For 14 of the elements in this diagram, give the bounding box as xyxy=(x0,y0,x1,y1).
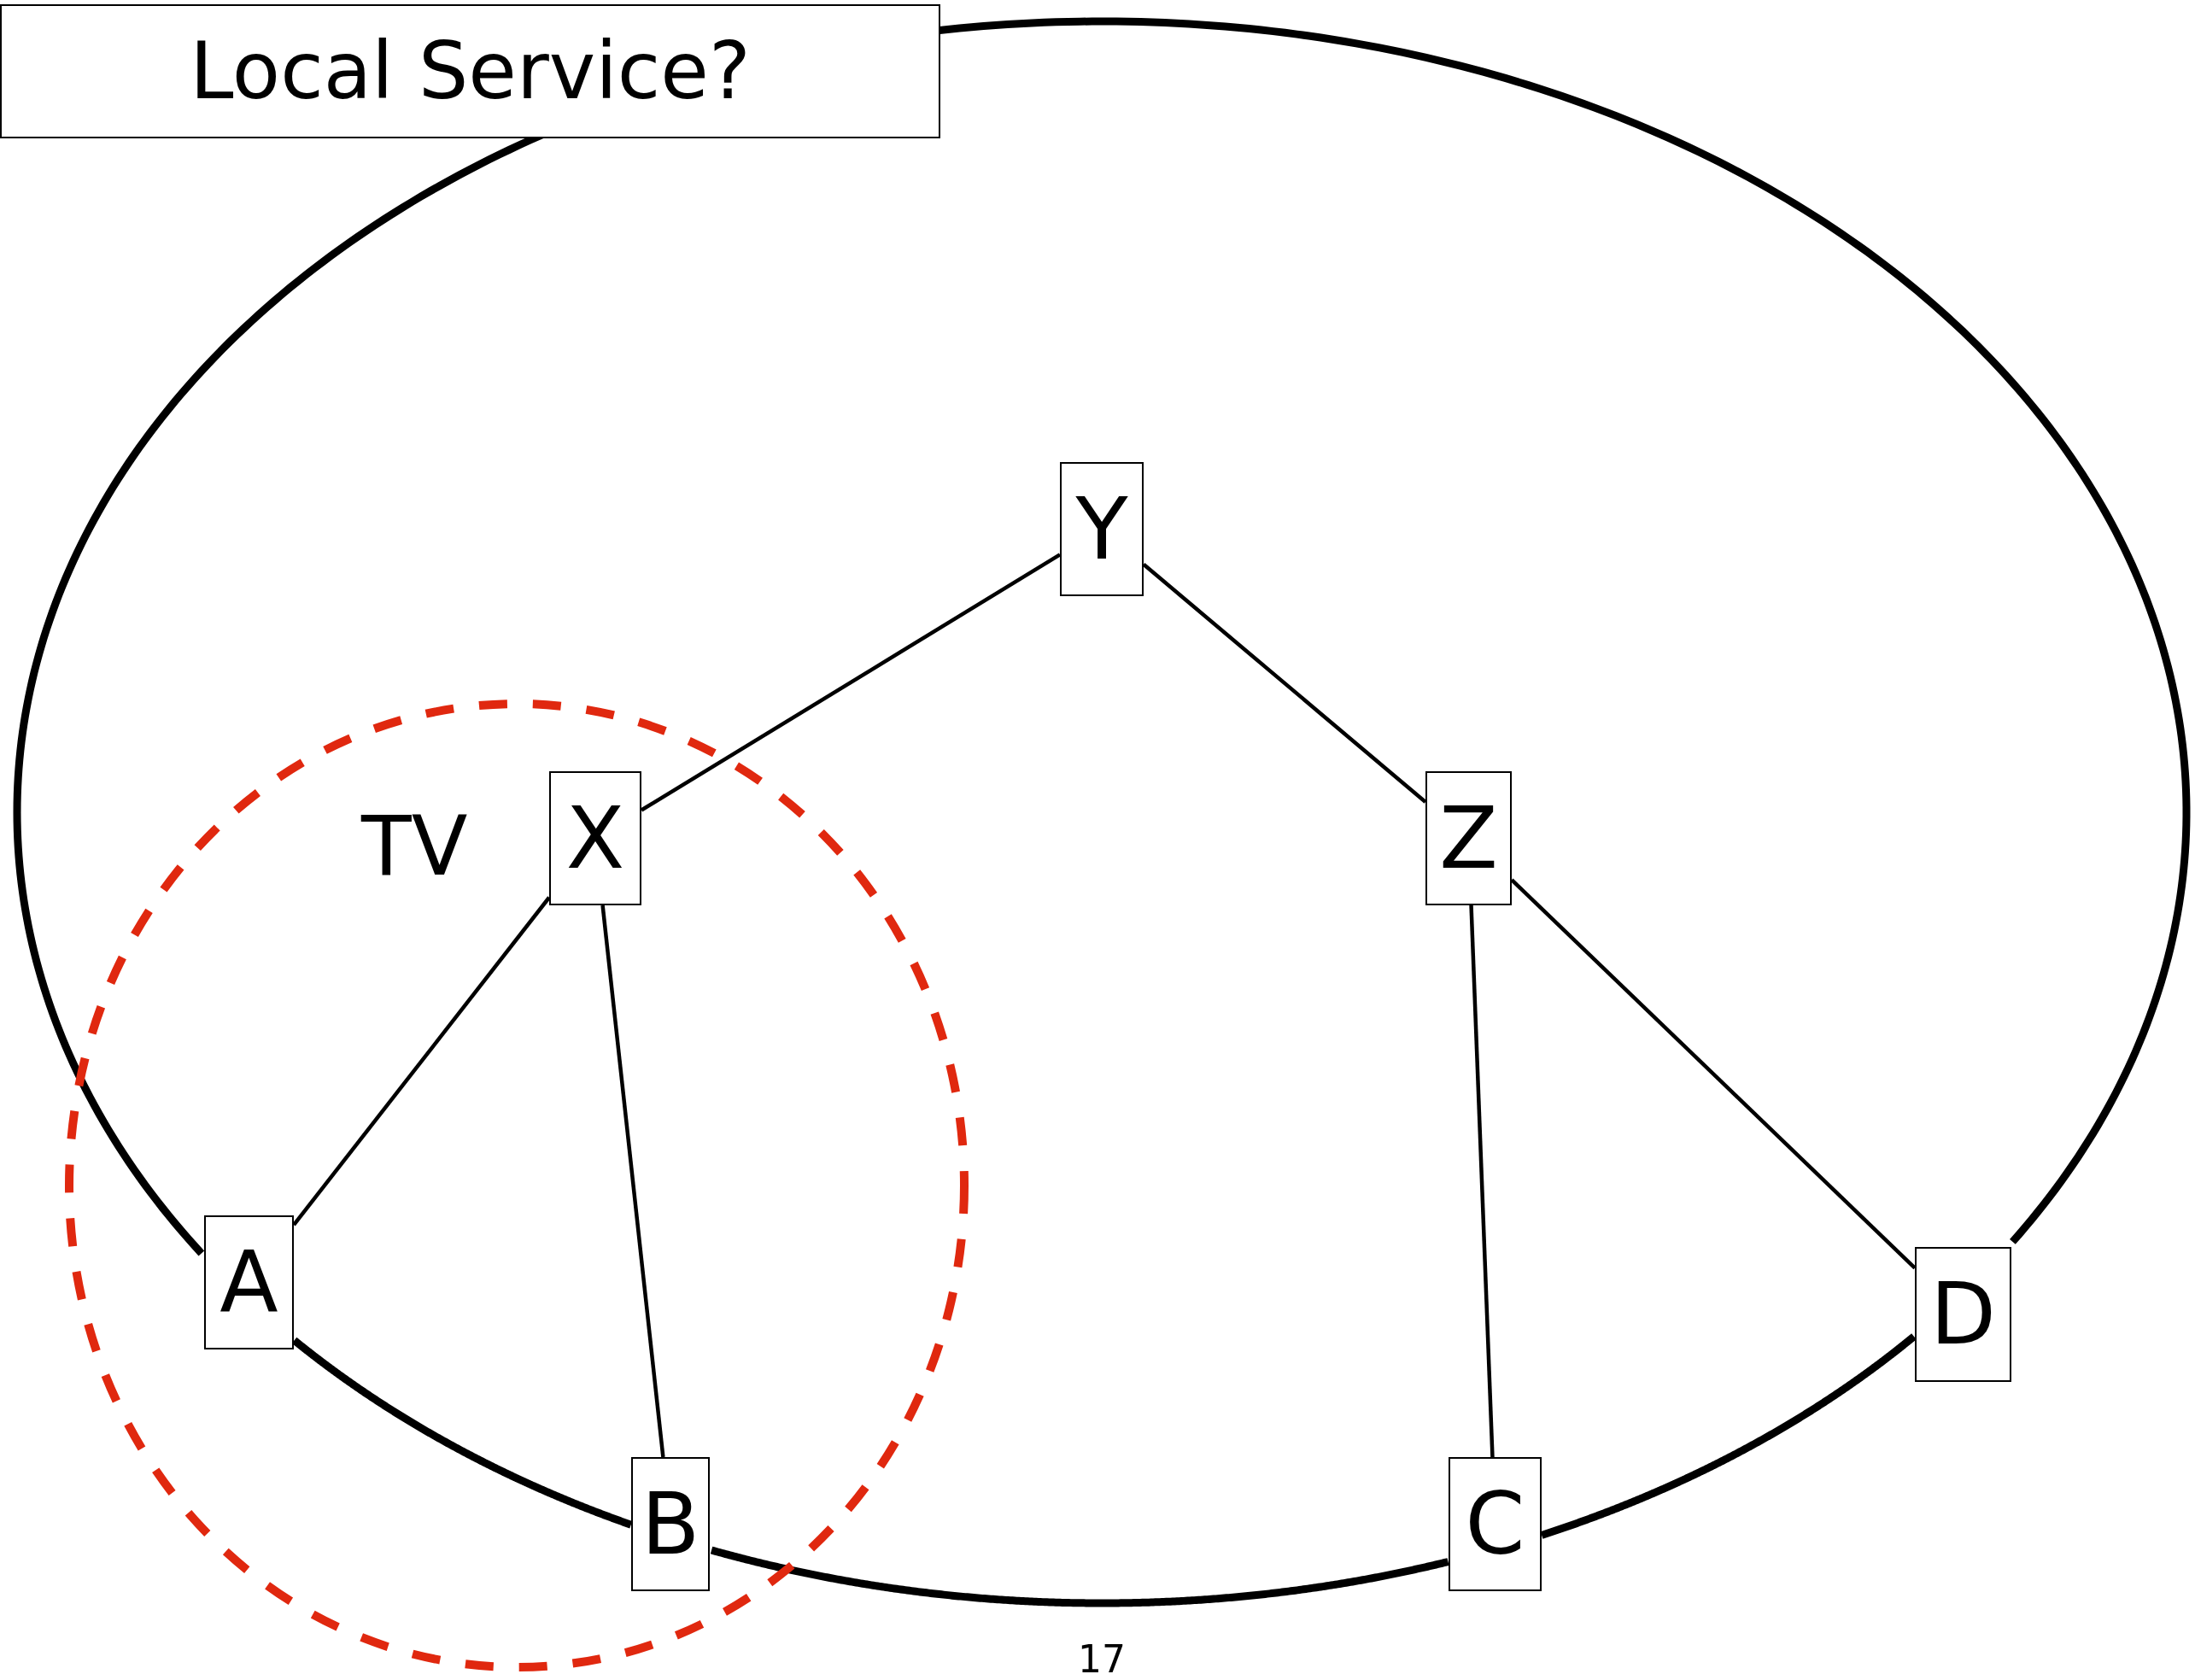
node-box: C xyxy=(1449,1457,1542,1591)
ring-line xyxy=(709,1546,1450,1607)
node-box: Z xyxy=(1425,771,1512,905)
link-line xyxy=(600,904,665,1458)
region-label: TV xyxy=(361,805,468,887)
page-number: 17 xyxy=(1078,1636,1126,1680)
node-box: Y xyxy=(1060,462,1144,596)
node-box: A xyxy=(204,1215,294,1349)
title-box: Local Service? xyxy=(0,4,940,138)
node-box: D xyxy=(1915,1247,2011,1382)
node-box: B xyxy=(631,1457,710,1591)
node-box: X xyxy=(549,771,641,905)
link-line xyxy=(1469,904,1495,1458)
ring-line xyxy=(13,17,2191,1256)
